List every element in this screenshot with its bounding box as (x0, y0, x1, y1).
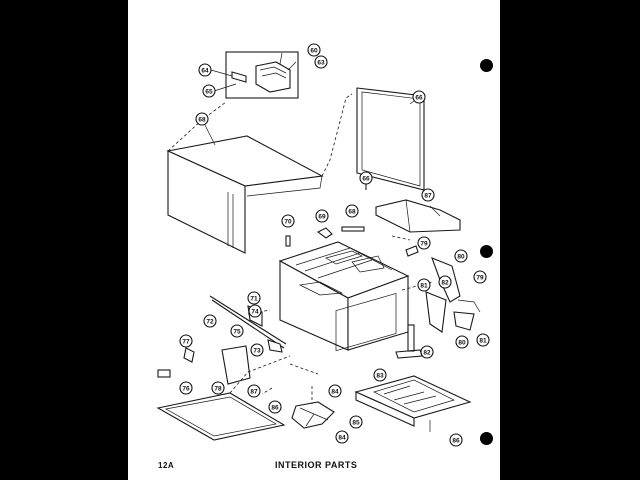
callout-81-lower: 81 (476, 333, 490, 347)
svg-text:66: 66 (362, 176, 370, 183)
svg-text:77: 77 (182, 339, 190, 346)
callout-81-upper: 81 (417, 278, 431, 292)
callout-70: 70 (281, 214, 295, 228)
callout-68-cabinet: 68 (195, 112, 209, 126)
back-panel (356, 87, 425, 191)
callout-86-bottom: 86 (268, 400, 282, 414)
svg-text:80: 80 (458, 340, 466, 347)
svg-text:87: 87 (250, 389, 258, 396)
svg-text:76: 76 (182, 386, 190, 393)
svg-text:60: 60 (310, 48, 318, 55)
svg-text:86: 86 (452, 438, 460, 445)
callout-80-upper: 80 (454, 249, 468, 263)
binder-hole-top (480, 59, 493, 72)
callout-82-upper: 82 (438, 275, 452, 289)
svg-text:79: 79 (420, 241, 428, 248)
callout-69: 69 (315, 209, 329, 223)
callout-71: 71 (247, 291, 261, 305)
svg-text:68: 68 (198, 117, 206, 124)
svg-text:70: 70 (284, 219, 292, 226)
svg-text:85: 85 (352, 420, 360, 427)
page-number: 12A (158, 461, 175, 470)
fan-blade (291, 386, 335, 429)
svg-text:86: 86 (271, 405, 279, 412)
svg-text:87: 87 (424, 193, 432, 200)
callout-73: 73 (250, 343, 264, 357)
callout-84-upper: 84 (328, 384, 342, 398)
svg-text:84: 84 (331, 389, 339, 396)
callout-79-right: 79 (473, 270, 487, 284)
page-caption: INTERIOR PARTS (275, 460, 358, 470)
waveguide-duct (365, 182, 461, 233)
svg-text:78: 78 (214, 386, 222, 393)
callout-66-top: 66 (412, 90, 426, 104)
svg-text:71: 71 (250, 296, 258, 303)
base-pan (354, 375, 472, 432)
right-brackets (425, 257, 481, 333)
callout-74: 74 (248, 304, 262, 318)
svg-text:72: 72 (206, 319, 214, 326)
callout-75: 75 (230, 324, 244, 338)
svg-text:69: 69 (318, 214, 326, 221)
svg-text:81: 81 (479, 338, 487, 345)
svg-text:82: 82 (423, 350, 431, 357)
oven-cavity (278, 241, 410, 352)
callout-85: 85 (349, 415, 363, 429)
svg-text:63: 63 (317, 60, 325, 67)
svg-text:68: 68 (348, 209, 356, 216)
binder-hole-bottom (480, 432, 493, 445)
svg-text:80: 80 (457, 254, 465, 261)
callout-87-lower: 87 (247, 384, 261, 398)
callout-72: 72 (203, 314, 217, 328)
callout-77: 77 (179, 334, 193, 348)
callout-63: 63 (314, 55, 328, 69)
callout-60: 60 (307, 43, 321, 57)
svg-text:83: 83 (376, 373, 384, 380)
svg-text:82: 82 (441, 280, 449, 287)
callout-79-upper: 79 (417, 236, 431, 250)
svg-text:66: 66 (415, 95, 423, 102)
svg-text:65: 65 (205, 89, 213, 96)
interlock-switch-parts (157, 295, 287, 385)
svg-text:84: 84 (338, 435, 346, 442)
svg-text:75: 75 (233, 329, 241, 336)
svg-text:73: 73 (253, 348, 261, 355)
binder-hole-middle (480, 245, 493, 258)
callout-83: 83 (373, 368, 387, 382)
svg-text:74: 74 (251, 309, 259, 316)
callout-84-lower: 84 (335, 430, 349, 444)
svg-text:81: 81 (420, 283, 428, 290)
callout-64: 64 (198, 63, 212, 77)
callout-65: 65 (202, 84, 216, 98)
callout-76: 76 (179, 381, 193, 395)
callout-66-small: 66 (359, 171, 373, 185)
callout-86-right: 86 (449, 433, 463, 447)
inset-assembly (210, 51, 299, 99)
callout-87-upper: 87 (421, 188, 435, 202)
callout-82-lower: 82 (420, 345, 434, 359)
outer-cabinet (166, 93, 353, 254)
callout-78: 78 (211, 381, 225, 395)
svg-text:79: 79 (476, 275, 484, 282)
svg-text:64: 64 (201, 68, 209, 75)
callout-68-center: 68 (345, 204, 359, 218)
callout-80-lower: 80 (455, 335, 469, 349)
bottom-tray (156, 355, 291, 441)
